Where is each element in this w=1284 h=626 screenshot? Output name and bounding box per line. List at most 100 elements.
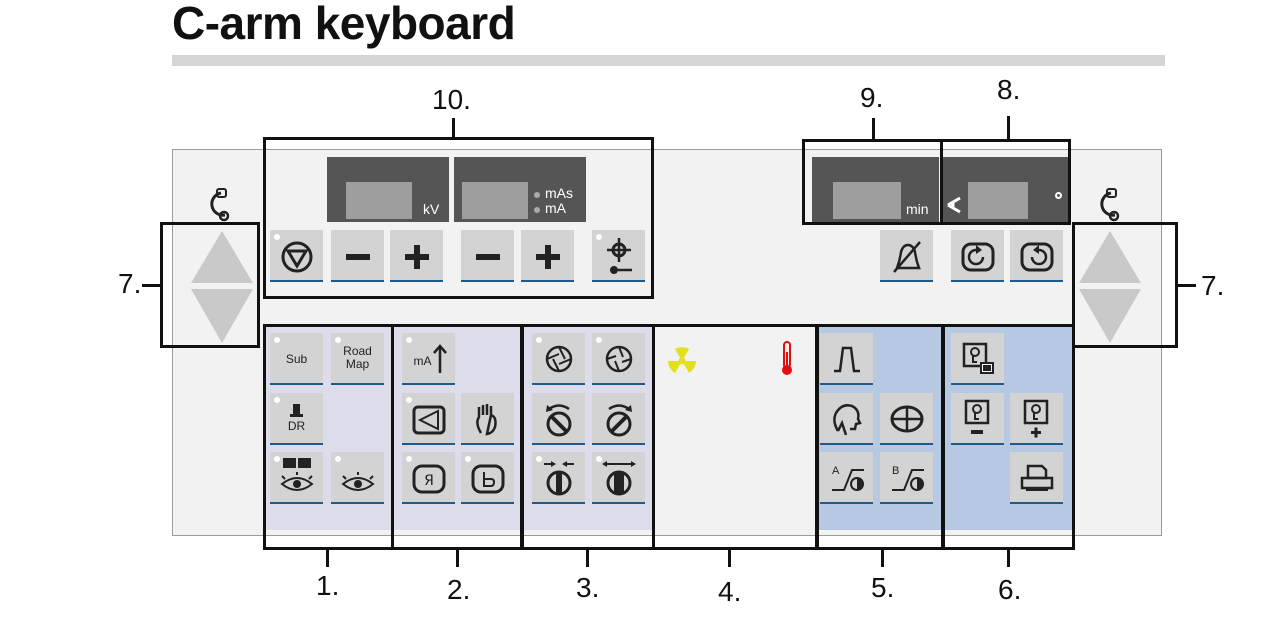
iris-icon [545, 345, 573, 373]
callout-6: 6. [998, 574, 1022, 605]
monitor-plus-icon [1023, 399, 1049, 438]
callout-box-8 [940, 139, 1071, 225]
callout-7-right: 7. [1201, 270, 1225, 301]
collimator-rotate-right-button[interactable] [592, 393, 645, 445]
slot-collimator-icon [602, 461, 636, 496]
angle-icon [947, 196, 961, 214]
ma-up-button[interactable]: mA [402, 333, 455, 385]
svg-text:A: A [832, 465, 840, 477]
store-image-button[interactable] [951, 333, 1004, 385]
collimator-rotate-left-button[interactable] [532, 393, 585, 445]
callout-box-10 [263, 137, 654, 299]
right-arrow-pad[interactable] [1075, 229, 1145, 347]
printer-icon [1020, 464, 1054, 491]
svg-text:Я: Я [424, 473, 434, 489]
iris-open-button[interactable] [532, 333, 585, 385]
previous-image-button[interactable] [951, 393, 1004, 445]
mas-display: mAs mA [454, 157, 586, 222]
callout-box-6 [941, 324, 1075, 550]
callout-8: 8. [997, 74, 1021, 105]
arrow-down-icon [1079, 289, 1141, 343]
callout-4: 4. [718, 576, 742, 607]
dr-icon [290, 404, 303, 417]
callout-box-2 [391, 324, 524, 550]
kv-display: kV [327, 157, 449, 222]
ma-unit: mA [545, 200, 566, 216]
mirror-left-button[interactable]: Я [402, 452, 455, 504]
leader-10 [452, 118, 455, 138]
mas-plus-button[interactable] [521, 230, 574, 282]
arrow-up-icon [1079, 231, 1141, 283]
leader-8 [1007, 116, 1010, 140]
flip-icon [412, 405, 446, 435]
pulse-button[interactable] [820, 333, 873, 385]
mirror-icon: Я [412, 464, 446, 494]
rotate-left-button[interactable] [951, 230, 1004, 282]
arrow-up-icon [191, 231, 253, 283]
subtraction-view-button[interactable] [270, 452, 323, 504]
segment-button[interactable] [880, 393, 933, 445]
plus-icon [405, 245, 429, 269]
slot-collimator-icon [544, 461, 574, 496]
next-image-button[interactable] [1010, 393, 1063, 445]
alarm-off-button[interactable] [880, 230, 933, 282]
leader-3 [586, 549, 589, 567]
laser-button[interactable] [592, 230, 645, 282]
leader-2 [456, 549, 459, 567]
callout-1: 1. [316, 570, 340, 601]
plus-icon [536, 245, 560, 269]
callout-box-7-right [1072, 222, 1178, 348]
contrast-b-button[interactable]: B [880, 452, 933, 504]
leader-9 [872, 118, 875, 140]
callout-box-3 [520, 324, 655, 550]
leader-5 [881, 549, 884, 567]
collimator-rotate-icon [606, 404, 632, 437]
view-button[interactable] [331, 452, 384, 504]
callout-3: 3. [576, 572, 600, 603]
monitor-store-icon [962, 342, 994, 374]
arrow-up-icon [433, 344, 447, 373]
thermometer-icon [782, 341, 792, 375]
callout-5: 5. [871, 572, 895, 603]
hand-button[interactable] [461, 393, 514, 445]
iris-close-button[interactable] [592, 333, 645, 385]
c-arm-icon [210, 188, 230, 222]
slot-open-button[interactable] [592, 452, 645, 504]
c-arm-icon [1100, 188, 1120, 222]
leader-7-right [1178, 284, 1196, 287]
head-icon [833, 404, 862, 436]
eye-icon [341, 472, 375, 491]
contrast-a-button[interactable]: A [820, 452, 873, 504]
leader-6 [1007, 549, 1010, 567]
svg-text:B: B [892, 465, 899, 477]
sub-button[interactable]: Sub [270, 333, 323, 385]
time-display: min [812, 157, 939, 222]
kv-minus-button[interactable] [331, 230, 384, 282]
collimator-icon [607, 238, 632, 274]
leader-7-left [142, 284, 160, 287]
head-processing-button[interactable] [820, 393, 873, 445]
mas-unit: mAs [545, 185, 573, 201]
eye-icon [280, 458, 314, 491]
stop-icon [281, 241, 313, 273]
dr-button[interactable]: DR [270, 393, 323, 445]
callout-2: 2. [447, 574, 471, 605]
leader-1 [326, 549, 329, 567]
left-arrow-pad[interactable] [187, 229, 257, 347]
callout-box-4 [652, 324, 819, 550]
monitor-minus-icon [964, 399, 990, 434]
rotate-right-button[interactable] [1010, 230, 1063, 282]
page-title: C-arm keyboard [172, 0, 516, 49]
road-map-button[interactable]: Road Map [331, 333, 384, 385]
stop-button[interactable] [270, 230, 323, 282]
arrow-down-icon [191, 289, 253, 343]
print-button[interactable] [1010, 452, 1063, 504]
mirror-right-button[interactable] [461, 452, 514, 504]
callout-box-5 [815, 324, 945, 550]
mas-minus-button[interactable] [461, 230, 514, 282]
kv-plus-button[interactable] [390, 230, 443, 282]
slot-close-button[interactable] [532, 452, 585, 504]
contrast-a-icon: A [832, 465, 864, 491]
image-flip-button[interactable] [402, 393, 455, 445]
kv-unit: kV [423, 201, 440, 217]
